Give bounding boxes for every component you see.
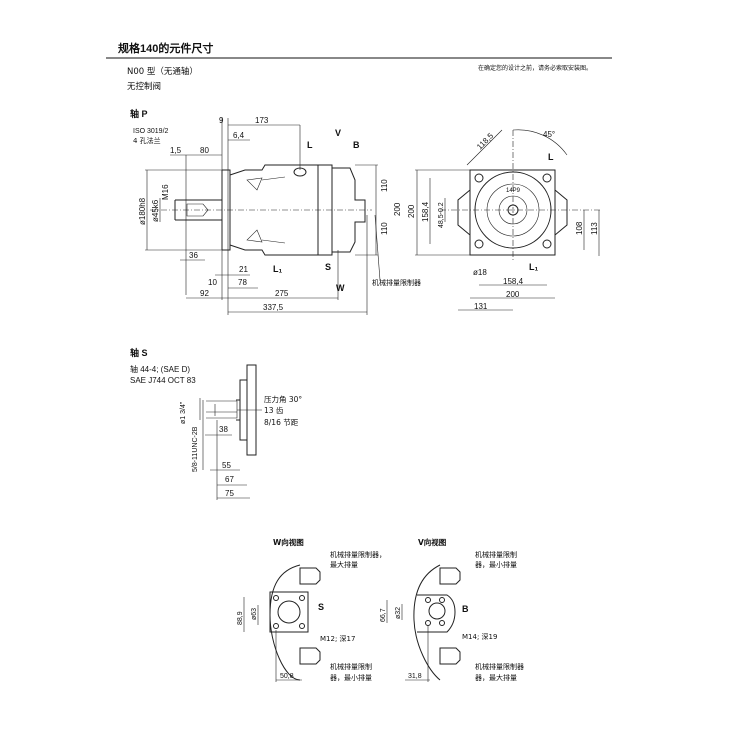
dim-75: 75 [225,489,234,498]
shaft-s-spec2: SAE J744 OCT 83 [130,376,196,385]
header-note: 在确定您的设计之前，请务必索取安装图。 [478,64,592,72]
v-port-B: B [462,604,469,614]
dim-36: 36 [189,251,198,260]
w-view: W向视图 88,9 ø63 50,8 S M12; 深17 机械排量限制器， 最… [237,537,386,682]
port-B: B [353,140,360,150]
dim-158-4-horizontal: 158,4 [503,277,524,286]
dim-88-9: 88,9 [237,611,244,625]
w-top-label1: 机械排量限制器， [330,550,386,559]
dim-66-7: 66,7 [380,608,387,622]
dim-d63: ø63 [251,608,258,620]
dim-200-side: 200 [393,202,402,216]
flange-standard: ISO 3019/2 [133,128,169,135]
v-thread: M14; 深19 [462,632,497,641]
dim-d45: ø45k6 [151,199,160,222]
dim-31-8: 31,8 [408,673,422,680]
dim-48-5: 48,5-0.2 [438,202,445,228]
dim-m16: M16 [161,184,170,200]
dim-50-8: 50,8 [280,673,294,680]
dim-92: 92 [200,289,209,298]
v-view: V向视图 66,7 ø32 31,8 B M14; 深19 机械排量限制 器，最… [380,537,524,682]
shaft-s-spec1: 轴 44-4; (SAE D) [130,364,190,374]
dim-67: 67 [225,475,234,484]
v-top-label1: 机械排量限制 [475,550,517,559]
dim-21: 21 [239,265,248,274]
dim-78: 78 [238,278,247,287]
w-view-title: W向视图 [273,537,304,547]
dim-angle-45: 45° [543,130,555,139]
view-V-marker: V [335,128,341,138]
dim-275: 275 [275,289,289,298]
front-view: 118,5 45° 14P9 200 158,4 48,5-0.2 108 11… [407,129,600,311]
dim-131: 131 [474,302,488,311]
dim-118-5: 118,5 [475,131,495,151]
dim-200-vertical: 200 [407,204,416,218]
w-bottom-label2: 器，最小排量 [330,673,372,682]
dim-d1-3-4: ø1 3/4" [180,401,187,424]
dim-200-horizontal: 200 [506,290,520,299]
dim-110-top: 110 [380,179,389,192]
dim-14: 14P9 [506,188,521,194]
shaft-s-detail: 轴 S 轴 44-4; (SAE D) SAE J744 OCT 83 压力角 … [130,347,302,500]
shaft-s-title: 轴 S [130,347,148,358]
control-label: 无控制阀 [127,81,161,92]
dim-110-bottom: 110 [380,222,389,235]
dim-80: 80 [200,146,209,155]
port-L1: L₁ [273,264,282,274]
dim-d32: ø32 [395,607,402,619]
thread-unc: 5/8-11UNC-2B [192,426,199,472]
teeth-count: 13 齿 [264,406,284,415]
port-L: L [307,140,313,150]
dim-1-5: 1,5 [170,146,182,155]
flange-type: 4 孔法兰 [133,136,161,145]
front-port-L1: L₁ [529,262,538,272]
dim-6-4: 6,4 [233,131,245,140]
w-port-S: S [318,602,324,612]
port-S: S [325,262,331,272]
w-bottom-label1: 机械排量限制 [330,662,372,671]
dim-9: 9 [219,116,224,125]
limiter-label: 机械排量限制器 [372,278,421,287]
page-title: 规格140的元件尺寸 [118,41,213,55]
dim-d18: ø18 [473,268,487,277]
model-label: N00 型（无通轴） [127,66,198,77]
dim-10: 10 [208,278,217,287]
v-bottom-label1: 机械排量限制器 [475,662,524,671]
dim-337-5: 337,5 [263,303,284,312]
dim-173: 173 [255,116,269,125]
front-port-L: L [548,152,554,162]
dim-158-4-vertical: 158,4 [421,201,430,222]
w-thread: M12; 深17 [320,634,355,643]
v-bottom-label2: 器，最大排量 [475,673,517,682]
v-top-label2: 器，最小排量 [475,560,517,569]
dim-38: 38 [219,425,228,434]
w-top-label2: 最大排量 [330,560,358,569]
side-view-shaft-p: 轴 P ISO 3019/2 4 孔法兰 9 173 6,4 1,5 80 ø1… [130,108,421,315]
v-view-title: V向视图 [418,537,447,547]
dim-108: 108 [575,221,584,235]
view-W-marker: W [336,283,345,293]
dim-d180: ø180h8 [138,197,147,225]
pitch: 8/16 节距 [264,418,299,427]
pressure-angle: 压力角 30° [264,394,302,404]
dim-55: 55 [222,461,231,470]
dim-113: 113 [590,222,599,235]
shaft-p-title: 轴 P [130,108,148,119]
